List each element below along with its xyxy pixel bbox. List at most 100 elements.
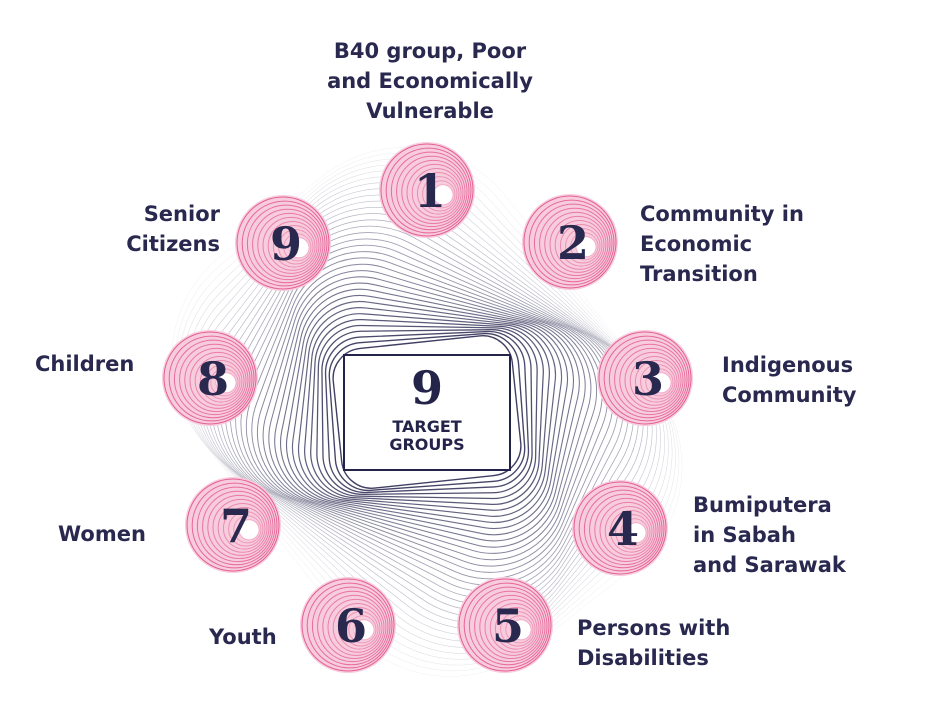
circle-ring	[609, 510, 653, 553]
group-circle-6: 6	[300, 577, 396, 673]
group-number: 4	[607, 502, 639, 556]
circle-ring	[479, 594, 544, 660]
group-number: 1	[414, 164, 446, 218]
circle-ring	[533, 203, 613, 283]
swirl-ring	[332, 335, 522, 489]
circle-ring	[432, 184, 454, 206]
center-number: 9	[410, 361, 443, 415]
circle-ring	[401, 159, 466, 225]
circle-ring	[163, 331, 257, 425]
circle-ring	[640, 364, 676, 400]
circle-ring	[207, 494, 272, 560]
circle-ring	[257, 212, 322, 278]
center-box: 9 TARGET GROUPS	[343, 354, 511, 471]
circle-ring	[528, 199, 615, 286]
circle-ring	[246, 204, 326, 284]
circle-ring	[210, 368, 239, 397]
circle-ring	[559, 224, 603, 267]
swirl-ring	[268, 276, 586, 548]
swirl-ring	[310, 318, 544, 506]
circle-ring	[625, 522, 647, 544]
circle-ring	[549, 215, 607, 273]
circle-ring	[510, 619, 532, 641]
circle-ring	[583, 489, 663, 569]
group-label-7: Women	[58, 522, 146, 546]
circle-ring	[390, 151, 470, 231]
circle-ring	[650, 372, 672, 394]
swirl-ring	[279, 288, 575, 536]
circle-ring	[252, 208, 324, 281]
circle-ring	[554, 219, 605, 270]
group-number: 8	[197, 352, 229, 406]
circle-ring	[217, 502, 268, 553]
group-label-9: Senior Citizens	[126, 202, 220, 256]
circle-ring	[233, 515, 262, 544]
group-circle-9: 9	[235, 195, 331, 291]
circle-ring	[168, 335, 255, 422]
swirl-ring	[245, 251, 609, 573]
circle-ring	[489, 602, 540, 653]
group-circle-1: 1	[379, 142, 475, 238]
group-label-8: Children	[35, 352, 135, 376]
circle-ring	[184, 347, 249, 413]
group-circle-4: 4	[572, 480, 668, 576]
circle-ring	[484, 598, 542, 656]
circle-ring	[624, 351, 682, 409]
circle-ring	[539, 207, 611, 280]
group-number: 5	[492, 599, 524, 653]
swirl-ring	[291, 300, 563, 524]
circle-ring	[348, 615, 377, 644]
circle-ring	[311, 586, 391, 666]
swirl-ring	[235, 238, 619, 586]
circle-ring	[570, 232, 599, 261]
circle-ring	[494, 607, 538, 650]
circle-ring	[267, 220, 318, 271]
circle-ring	[317, 590, 389, 663]
circle-ring	[262, 216, 320, 274]
circle-ring	[222, 507, 266, 550]
circle-ring	[191, 482, 278, 569]
group-label-3: Indigenous Community	[722, 353, 857, 407]
circle-ring	[620, 518, 649, 547]
circle-ring	[179, 343, 251, 416]
circle-ring	[458, 578, 552, 672]
circle-ring	[411, 167, 462, 218]
circle-ring	[544, 211, 609, 277]
swirl-ring	[285, 294, 569, 530]
circle-ring	[189, 351, 247, 409]
circle-ring	[603, 335, 690, 422]
swirl-ring	[256, 263, 598, 561]
circle-ring	[241, 200, 328, 287]
circle-ring	[337, 607, 381, 650]
circle-ring	[236, 196, 330, 290]
circle-ring	[619, 347, 684, 413]
circle-ring	[614, 343, 686, 416]
group-circle-5: 5	[457, 577, 553, 673]
swirl-ring	[240, 244, 614, 580]
circle-ring	[385, 147, 472, 234]
circle-ring	[212, 498, 270, 556]
circle-ring	[202, 490, 274, 563]
circle-ring	[575, 236, 597, 258]
circle-ring	[396, 155, 468, 228]
group-label-1: B40 group, Poor and Economically Vulnera…	[327, 39, 533, 123]
circle-ring	[301, 578, 395, 672]
circle-ring	[474, 590, 546, 663]
swirl-ring	[274, 282, 580, 542]
group-number: 9	[270, 217, 302, 271]
circle-ring	[380, 143, 474, 237]
group-circle-2: 2	[522, 194, 618, 290]
circle-ring	[629, 355, 680, 406]
circle-ring	[173, 339, 253, 419]
group-number: 2	[557, 216, 589, 270]
circle-ring	[427, 180, 456, 209]
swirl-ring	[324, 330, 530, 494]
circle-ring	[645, 368, 674, 397]
circle-ring	[306, 582, 393, 669]
group-label-2: Community in Economic Transition	[640, 202, 804, 286]
circle-ring	[343, 611, 379, 647]
swirl-ring	[321, 329, 533, 495]
circle-ring	[634, 360, 678, 403]
circle-ring	[573, 481, 667, 575]
